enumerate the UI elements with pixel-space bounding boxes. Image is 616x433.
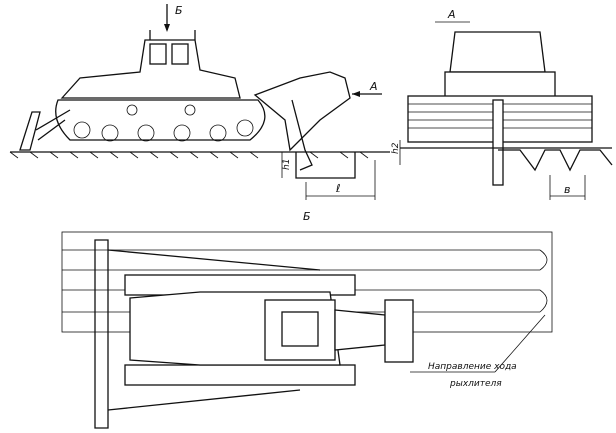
plan-view — [61, 231, 553, 429]
label-view-a: А — [447, 8, 456, 21]
label-arrow-a: A — [369, 80, 378, 93]
label-h1: h1 — [282, 159, 292, 170]
front-view — [399, 21, 613, 200]
label-h2: h2 — [391, 142, 401, 154]
label-view-b: Б — [303, 210, 311, 223]
label-direction-line1: Направление хода — [428, 362, 517, 372]
label-direction-line2: рыхлителя — [449, 379, 502, 389]
side-view — [9, 4, 390, 200]
label-width: в — [564, 183, 570, 196]
label-length: ℓ — [335, 182, 341, 195]
label-view-b-top: Б — [175, 4, 183, 17]
